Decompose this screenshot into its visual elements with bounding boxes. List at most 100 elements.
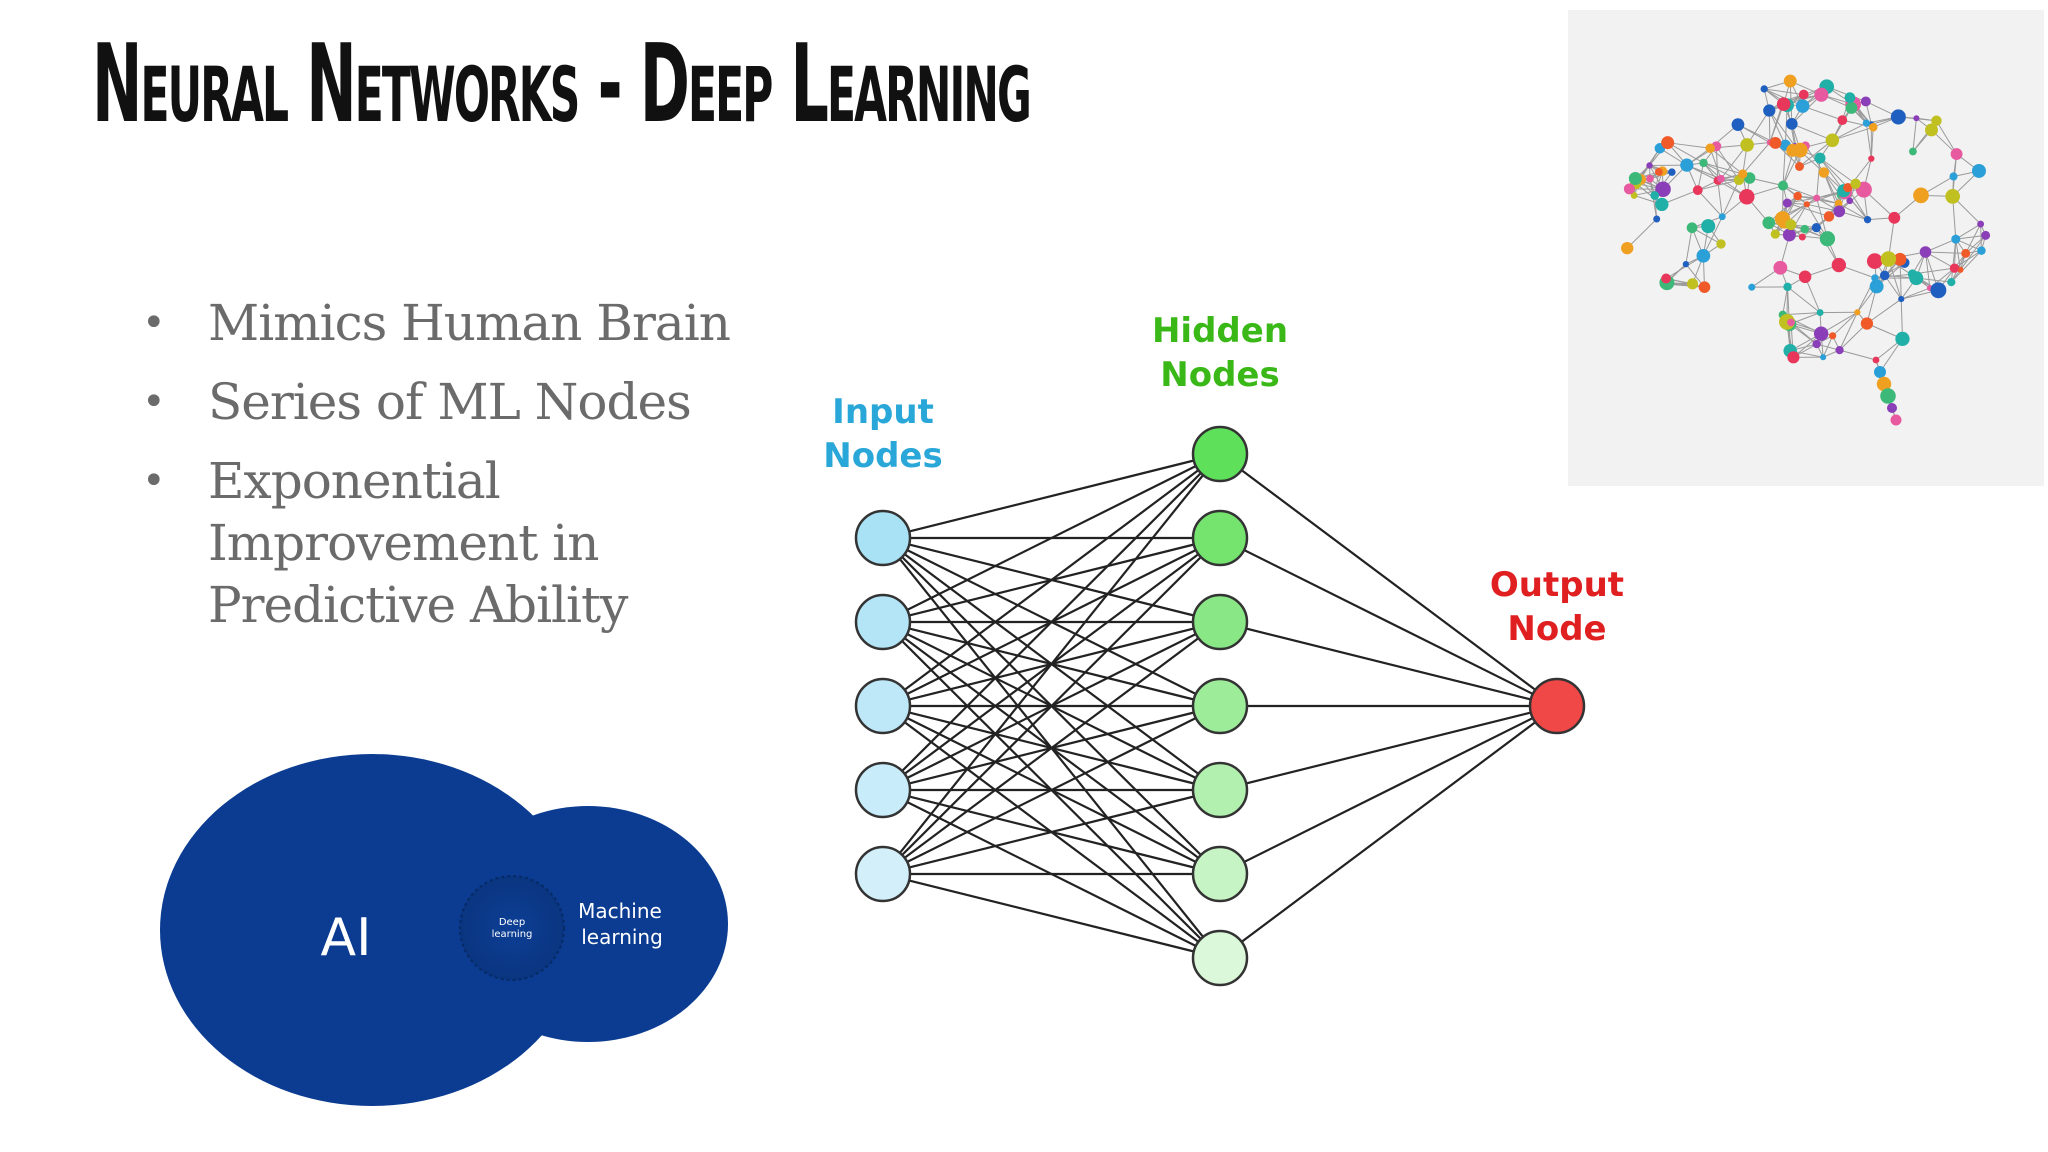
brain-dot: [1739, 189, 1755, 205]
brain-dot: [1621, 241, 1634, 255]
brain-dot: [1866, 253, 1883, 269]
brain-link: [1774, 203, 1808, 235]
brain-dot: [1795, 99, 1810, 113]
hidden-output-edge: [1219, 453, 1558, 707]
brain-link: [1764, 88, 1804, 96]
brain-dot: [1868, 122, 1878, 132]
brain-dot: [1783, 74, 1797, 88]
input-node: [854, 761, 912, 819]
brain-link: [1953, 239, 1957, 269]
venn-svg: AI Machine learning Deep learning: [160, 754, 728, 1106]
brain-dot: [1798, 89, 1809, 100]
brain-link: [1703, 162, 1743, 175]
brain-link: [1702, 216, 1723, 257]
brain-dot: [1630, 192, 1638, 199]
brain-dot: [1786, 143, 1800, 157]
brain-link: [1787, 286, 1821, 313]
brain-link: [1954, 250, 1982, 269]
brain-link: [1832, 311, 1858, 337]
machine-learning-label-line1: Machine: [578, 899, 662, 923]
brain-link: [1768, 110, 1786, 146]
brain-dot: [1762, 216, 1776, 230]
brain-dots: [1621, 74, 1991, 426]
brain-link: [1715, 145, 1740, 181]
brain-dot: [1748, 283, 1756, 291]
brain-dot: [1770, 229, 1780, 239]
input-hidden-edge: [882, 621, 1221, 875]
brain-link: [1768, 110, 1796, 147]
brain-link: [1787, 202, 1830, 217]
brain-dot: [1646, 162, 1653, 169]
brain-dot: [1814, 152, 1826, 164]
brain-link: [1715, 146, 1719, 181]
brain-link: [1667, 142, 1711, 149]
brain-dot: [1854, 309, 1861, 316]
brain-dot: [1654, 168, 1663, 176]
brain-dot: [1782, 198, 1792, 208]
bullet-dot-icon: •: [142, 458, 166, 504]
hidden-node: [1191, 509, 1249, 567]
brain-dot: [1718, 213, 1726, 221]
brain-dot: [1850, 178, 1861, 189]
brain-dot: [1888, 211, 1901, 224]
brain-dot: [1646, 174, 1654, 183]
brain-dot: [1846, 197, 1854, 205]
brain-dot: [1950, 148, 1963, 161]
brain-dot: [1698, 281, 1711, 293]
network-edges: [882, 452, 1558, 960]
brain-dot: [1776, 97, 1791, 111]
brain-link: [1721, 179, 1740, 217]
neural-network-diagram: Input Nodes Hidden Nodes Output Node: [800, 290, 1660, 1010]
input-hidden-edge: [882, 788, 1221, 876]
input-hidden-edge: [882, 453, 1221, 623]
brain-dot: [1763, 104, 1776, 117]
brain-dot: [1909, 147, 1917, 156]
hidden-nodes-label-line1: Hidden: [1152, 311, 1288, 351]
brain-dot: [1833, 205, 1846, 218]
bullet-dot-icon: •: [142, 379, 166, 425]
brain-dot: [1798, 233, 1806, 241]
hidden-node: [1191, 425, 1249, 483]
brain-dot: [1661, 273, 1672, 284]
brain-dot: [1893, 252, 1907, 266]
brain-link: [1899, 259, 1902, 300]
brain-dot: [1961, 248, 1971, 258]
brain-dot: [1872, 356, 1880, 364]
brain-dot: [1812, 339, 1821, 349]
brain-link: [1819, 157, 1856, 185]
input-nodes-label-line2: Nodes: [823, 436, 942, 476]
brain-dot: [1795, 162, 1804, 171]
brain-dot: [1913, 115, 1920, 122]
brain-dot: [1778, 180, 1789, 191]
brain-link: [1884, 275, 1902, 300]
brain-link: [1819, 157, 1845, 192]
brain-link: [1703, 162, 1740, 181]
brain-link: [1870, 127, 1874, 159]
bullet-list: • Mimics Human Brain • Series of ML Node…: [140, 292, 780, 653]
ai-label: AI: [321, 908, 372, 968]
brain-dot: [1876, 376, 1892, 392]
bullet-text: Series of ML Nodes: [208, 373, 692, 431]
brain-link: [1832, 126, 1874, 141]
deep-learning-label-line2: learning: [492, 929, 533, 940]
brain-dot: [1814, 87, 1829, 102]
brain-link: [1822, 335, 1834, 358]
brain-dot: [1798, 270, 1812, 284]
brain-dot: [1843, 183, 1853, 193]
brain-dot: [1981, 230, 1991, 240]
brain-link: [1768, 195, 1798, 224]
brain-dot: [1623, 183, 1635, 195]
hidden-output-edge: [1219, 705, 1558, 959]
brain-dot: [1890, 109, 1906, 125]
brain-dot: [1951, 234, 1961, 244]
brain-dot: [1653, 215, 1661, 223]
input-hidden-edge: [882, 537, 1221, 875]
neural-network-svg: Input Nodes Hidden Nodes Output Node: [823, 311, 1624, 987]
brain-dot: [1628, 171, 1642, 186]
brain-link: [1665, 255, 1704, 279]
brain-dot: [1862, 119, 1870, 127]
brain-dot: [1977, 220, 1985, 228]
brain-dot: [1890, 414, 1902, 426]
brain-dot: [1919, 246, 1932, 258]
brain-dot: [1682, 260, 1690, 268]
